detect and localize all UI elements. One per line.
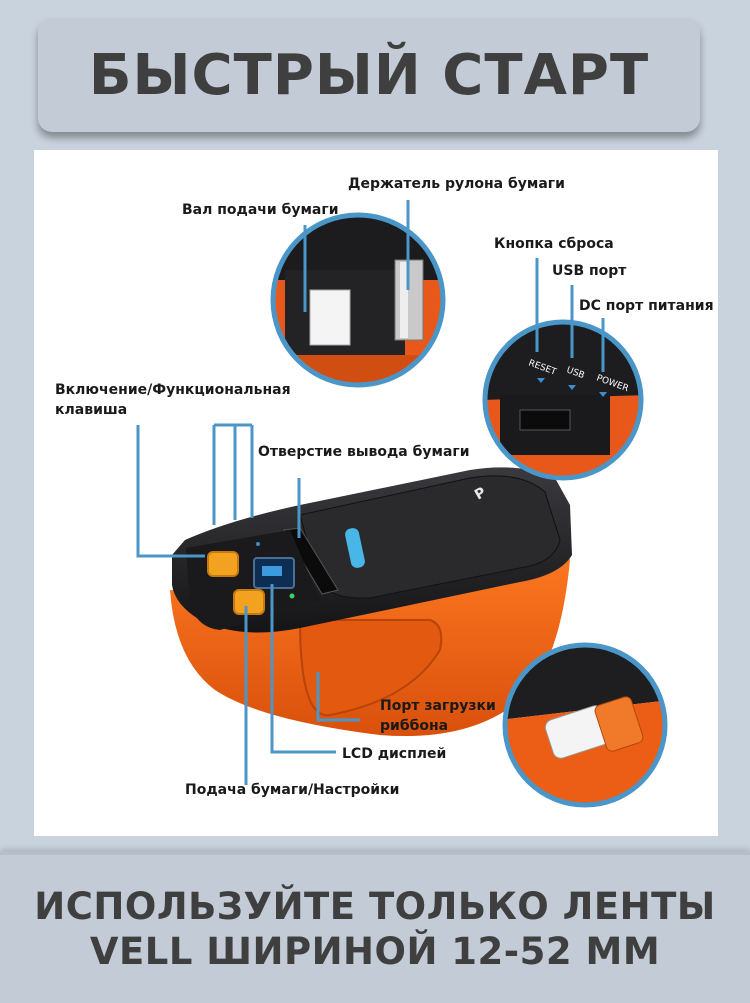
label-dc-port: DC порт питания	[579, 298, 714, 314]
callout-paper-holder	[270, 212, 446, 388]
label-paper-exit: Отверстие вывода бумаги	[258, 444, 470, 460]
leader-lines	[136, 200, 605, 785]
label-ribbon-port-2: риббона	[380, 718, 449, 734]
label-feed-roller: Вал подачи бумаги	[182, 202, 339, 218]
callout-ports: RESET USB POWER	[482, 319, 644, 481]
label-feed-settings: Подача бумаги/Настройки	[185, 782, 400, 798]
feed-key	[233, 589, 265, 615]
label-usb-port: USB порт	[552, 263, 627, 279]
footer-line-2: VELL ШИРИНОЙ 12-52 ММ	[89, 930, 661, 973]
footer-line-1: ИСПОЛЬЗУЙТЕ ТОЛЬКО ЛЕНТЫ	[34, 885, 716, 928]
power-key	[207, 551, 239, 577]
header-banner: БЫСТРЫЙ СТАРТ	[38, 18, 700, 132]
label-roll-holder: Держатель рулона бумаги	[348, 176, 565, 192]
page-title: БЫСТРЫЙ СТАРТ	[88, 42, 650, 108]
callout-ribbon	[502, 642, 668, 808]
label-power-key-2: клавиша	[55, 402, 128, 418]
label-lcd: LCD дисплей	[342, 746, 447, 762]
footer-banner: ИСПОЛЬЗУЙТЕ ТОЛЬКО ЛЕНТЫ VELL ШИРИНОЙ 12…	[0, 852, 750, 1003]
label-reset-button: Кнопка сброса	[494, 236, 614, 252]
label-ribbon-port-1: Порт загрузки	[380, 698, 496, 714]
label-power-key-1: Включение/Функциональная	[55, 382, 291, 398]
